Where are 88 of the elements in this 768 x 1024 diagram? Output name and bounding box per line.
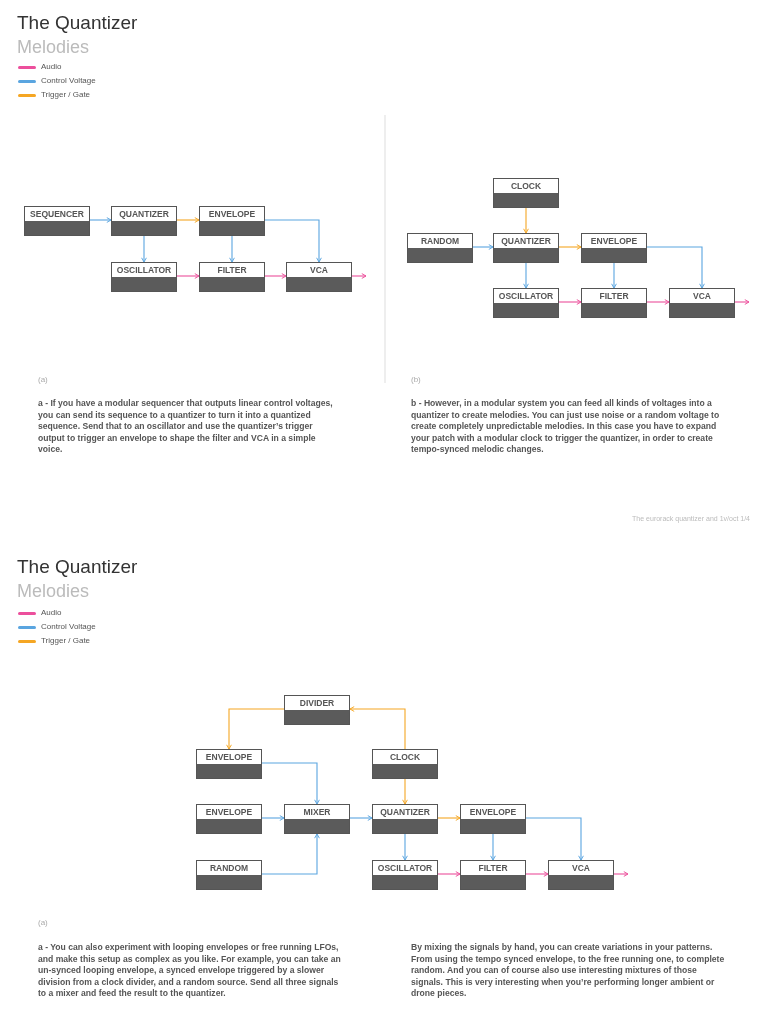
arrow bbox=[490, 833, 496, 861]
module-label: QUANTIZER bbox=[500, 236, 552, 246]
module-box bbox=[669, 288, 735, 318]
module-box bbox=[111, 262, 177, 292]
module-label: ENVELOPE bbox=[589, 236, 639, 246]
arrow bbox=[229, 235, 235, 263]
module-box bbox=[196, 804, 262, 834]
panel-tag: (a) bbox=[38, 918, 48, 927]
module-label: RANDOM bbox=[208, 863, 250, 873]
arrow bbox=[261, 762, 320, 805]
legend-label: Audio bbox=[41, 608, 62, 617]
legend-label: Control Voltage bbox=[41, 622, 96, 631]
module-label: VCA bbox=[692, 291, 712, 301]
arrow bbox=[264, 273, 287, 279]
module-box bbox=[372, 860, 438, 890]
module-box bbox=[24, 206, 90, 236]
arrow bbox=[525, 817, 584, 861]
module-label: QUANTIZER bbox=[379, 807, 431, 817]
module-label: ENVELOPE bbox=[204, 752, 254, 762]
slide-subtitle: Melodies bbox=[17, 581, 90, 602]
arrow bbox=[611, 262, 617, 289]
module-label: FILTER bbox=[216, 265, 248, 275]
module-label: OSCILLATOR bbox=[497, 291, 555, 301]
legend-label: Trigger / Gate bbox=[41, 636, 91, 645]
module-box bbox=[199, 206, 265, 236]
arrow bbox=[226, 708, 285, 750]
arrow bbox=[349, 706, 406, 750]
arrow bbox=[613, 871, 629, 877]
arrow bbox=[523, 262, 529, 289]
arrow bbox=[558, 244, 582, 250]
module-label: RANDOM bbox=[419, 236, 461, 246]
arrow bbox=[261, 833, 320, 875]
arrow bbox=[264, 219, 322, 263]
module-box bbox=[196, 749, 262, 779]
module-box bbox=[407, 233, 473, 263]
module-box bbox=[196, 860, 262, 890]
module-box bbox=[284, 695, 350, 725]
module-box bbox=[581, 233, 647, 263]
arrow bbox=[523, 207, 529, 234]
module-box bbox=[286, 262, 352, 292]
arrow bbox=[89, 217, 112, 223]
module-label: ENVELOPE bbox=[207, 209, 257, 219]
description-text: a - If you have a modular sequencer that outputs linear control voltages, you can send its sequence to a quantizer to turn it into a quantized sequence. Send that to an oscillator and use the quantizer’s trigger output to trigger an envelope to shape the filter and VCA in a simple voice. bbox=[38, 398, 334, 456]
module-box bbox=[111, 206, 177, 236]
module-label: VCA bbox=[309, 265, 329, 275]
description-text: By mixing the signals by hand, you can create variations in your patterns. From using the tempo synced envelope, to the free running one, to complete random. And you can of course also use interesting mixtures of those signals. This is very interesting when you’re performing longer ambient or drone pieces. bbox=[411, 942, 726, 1000]
module-box bbox=[548, 860, 614, 890]
description-text: a - You can also experiment with looping envelopes or free running LFOs, and make this setup as complex as you like. For example, you can take an un-synced looping envelope, a synced envelope triggered by a slower division from a clock divider, and a random source. Send all three signals to a mixer and feed the result to the quantizer. bbox=[38, 942, 342, 1000]
slide-subtitle: Melodies bbox=[17, 37, 90, 58]
module-label: OSCILLATOR bbox=[115, 265, 173, 275]
module-box bbox=[493, 178, 559, 208]
arrow bbox=[141, 235, 147, 263]
slide-title: The Quantizer bbox=[17, 12, 138, 34]
module-label: VCA bbox=[571, 863, 591, 873]
module-label: FILTER bbox=[598, 291, 630, 301]
arrow bbox=[351, 273, 367, 279]
module-label: CLOCK bbox=[388, 752, 422, 762]
module-box bbox=[372, 804, 438, 834]
arrow bbox=[402, 778, 408, 805]
module-box bbox=[372, 749, 438, 779]
description-text: b - However, in a modular system you can feed all kinds of voltages into a quantizer to create melodies. You can just use noise or a random voltage to create completely unpredictable melodies. In this case you have to expand your patch with a modular clock to trigger the quantizer, in order to create tempo-synced melodic changes. bbox=[411, 398, 721, 456]
module-label: ENVELOPE bbox=[204, 807, 254, 817]
module-label: DIVIDER bbox=[298, 698, 336, 708]
module-box bbox=[493, 288, 559, 318]
slide-title: The Quantizer bbox=[17, 556, 138, 578]
module-box bbox=[460, 804, 526, 834]
module-box bbox=[581, 288, 647, 318]
module-label: CLOCK bbox=[509, 181, 543, 191]
module-label: SEQUENCER bbox=[29, 209, 85, 219]
module-label: ENVELOPE bbox=[468, 807, 518, 817]
module-label: MIXER bbox=[302, 807, 332, 817]
panel-tag: (b) bbox=[411, 375, 421, 384]
arrow bbox=[349, 815, 373, 821]
module-label: QUANTIZER bbox=[118, 209, 170, 219]
legend-label: Control Voltage bbox=[41, 76, 96, 85]
arrow bbox=[402, 833, 408, 861]
module-label: OSCILLATOR bbox=[376, 863, 434, 873]
arrow bbox=[646, 299, 670, 305]
module-box bbox=[284, 804, 350, 834]
legend-label: Audio bbox=[41, 62, 62, 71]
panel-tag: (a) bbox=[38, 375, 48, 384]
module-label: FILTER bbox=[477, 863, 509, 873]
module-box bbox=[199, 262, 265, 292]
arrow bbox=[646, 246, 705, 289]
module-box bbox=[493, 233, 559, 263]
module-box bbox=[460, 860, 526, 890]
legend-label: Trigger / Gate bbox=[41, 90, 91, 99]
arrow bbox=[734, 299, 750, 305]
